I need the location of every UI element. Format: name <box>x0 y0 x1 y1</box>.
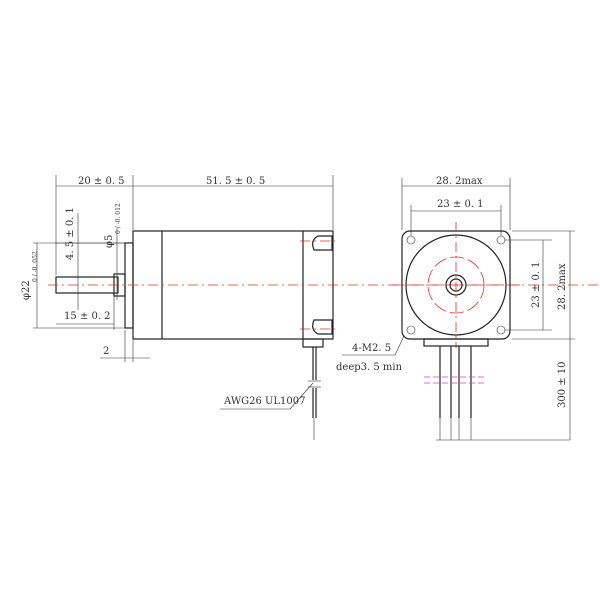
dim-shaft-dia: φ5 <box>104 234 115 248</box>
boss <box>124 242 134 329</box>
wire-label: AWG26 UL1007 <box>224 396 306 407</box>
dim-hole-spacing-v: 23 ± 0. 1 <box>531 261 542 308</box>
notch-top <box>312 235 333 251</box>
dim-shaft-dia-tol: 0 / -0. 012 <box>115 203 122 234</box>
dim-width: 28. 2max <box>436 176 483 187</box>
dim-hole-spacing-h: 23 ± 0. 1 <box>437 199 484 210</box>
dim-boss-dia-tol: 0 / -0. 052 <box>32 251 39 282</box>
screw-depth: deep3. 5 min <box>336 362 403 373</box>
dim-boss-height: 2 <box>103 346 110 357</box>
dim-height: 28. 2max <box>557 263 568 310</box>
dim-flat: 4. 5 ± 0. 1 <box>65 207 76 260</box>
front-view <box>342 178 575 441</box>
dim-boss-dia: φ22 <box>21 280 32 300</box>
dim-flat-length: 15 ± 0. 2 <box>64 311 111 322</box>
dim-body-length: 51. 5 ± 0. 5 <box>206 176 266 187</box>
lead-wires <box>436 346 570 441</box>
lead-length: 300 ± 10 <box>557 361 568 408</box>
dim-shaft-length: 20 ± 0. 5 <box>78 176 125 187</box>
notch-bottom <box>312 319 333 335</box>
screw-label: 4-M2. 5 <box>352 343 392 354</box>
